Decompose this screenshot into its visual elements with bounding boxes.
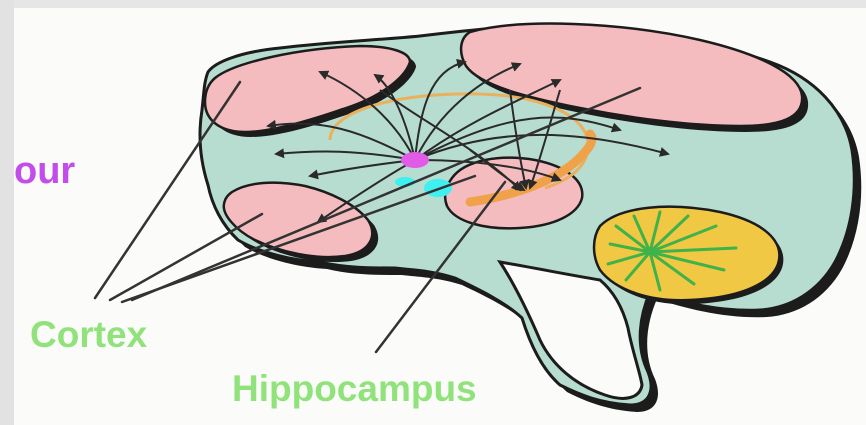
central-node-magenta [401, 152, 429, 168]
hippocampus-label: Hippocampus [232, 368, 477, 410]
cortex-label: Cortex [30, 314, 147, 356]
partial-behaviour-label: our [14, 150, 75, 193]
